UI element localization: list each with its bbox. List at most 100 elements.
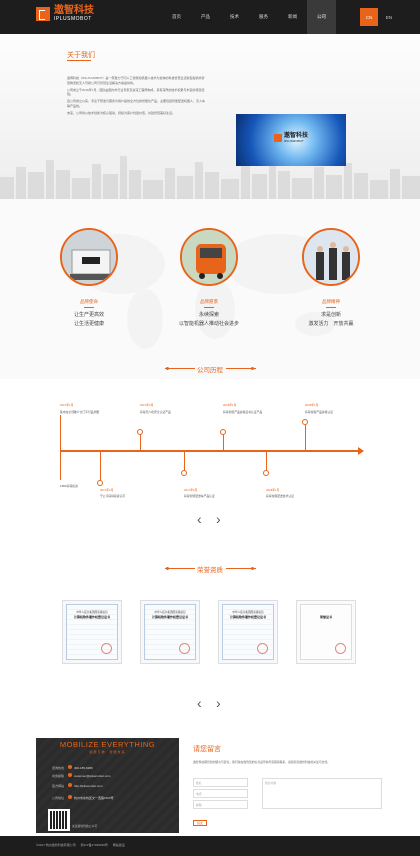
about-section: 关于我们 遨博科技（IPLUS MOBOT）是一家致力于同人工智能和机器人技术为… — [0, 34, 420, 199]
honor-certificate[interactable]: 中华人民共和国国家版权局 计算机软件著作权登记证书 — [62, 600, 122, 664]
timeline-stem — [60, 452, 61, 480]
title-decoration-dot — [251, 367, 254, 370]
logo[interactable]: 遨智科技 IPLUSMOBOT — [36, 5, 94, 22]
about-image-logo: 遨智科技 IPLUSMOBOT — [274, 133, 308, 143]
timeline-text: FMW获得投资 — [60, 484, 78, 488]
timeline-date: 2017年6月 — [184, 488, 198, 492]
brand-spirit-line: 激发活力 开放共赢 — [308, 321, 354, 327]
history-prev-arrow-icon[interactable]: ‹ — [197, 511, 202, 527]
lang-cn-button[interactable]: CN — [360, 8, 378, 26]
nav-service[interactable]: 服务 — [259, 14, 268, 19]
location-icon — [68, 795, 72, 799]
honor-certificate[interactable]: 中华人民共和国国家版权局 计算机软件著作权登记证书 — [140, 600, 200, 664]
honors-title: 荣誉资质 — [197, 567, 223, 574]
timeline-stem — [184, 452, 185, 472]
timeline-stem — [305, 425, 306, 450]
honor-certificate[interactable]: 荣誉证书 — [296, 600, 356, 664]
nav-products[interactable]: 产品 — [201, 14, 210, 19]
header: 遨智科技 IPLUSMOBOT 首页 产品 技术 服务 新闻 公司 CN EN — [0, 0, 420, 34]
about-title: 关于我们 — [67, 52, 95, 59]
about-paragraph: 公司成立于2016年7月，团队由国内外行业专家及资深工程师构成，具有深厚的技术积… — [67, 87, 205, 97]
brand-vision-line: 以智能机器人推动社会进步 — [178, 321, 239, 327]
title-decoration-dot — [166, 567, 169, 570]
certificate-issuer: 中华人民共和国国家版权局 — [232, 611, 264, 614]
certificate-stamp — [335, 643, 346, 654]
certificate-stamp — [179, 643, 190, 654]
timeline-date: 2018年1月 — [266, 488, 280, 492]
brand-spirit-image — [302, 228, 360, 286]
title-decoration — [226, 368, 256, 369]
timeline-node — [263, 470, 269, 476]
timeline-text: 获得智能配送车产品认证 — [184, 494, 215, 498]
brand-section — [0, 199, 420, 379]
name-input[interactable]: 姓名 — [193, 778, 248, 787]
timeline-text: 获得无人机安全认证产品 — [140, 410, 171, 414]
footer-link[interactable]: 网站建设 — [112, 843, 125, 847]
nav-technology[interactable]: 技术 — [230, 14, 239, 19]
certificate-title: 计算机软件著作权登记证书 — [229, 615, 266, 619]
phone-input[interactable]: 电话 — [193, 789, 248, 798]
timeline-stem — [100, 452, 101, 482]
brand-spirit-title: 品牌精神 — [322, 299, 340, 304]
nav-company[interactable]: 公司 — [307, 0, 336, 34]
logo-icon — [274, 134, 282, 142]
timeline-text: 获得省级配送技术认证 — [266, 494, 294, 498]
title-decoration-dot — [166, 367, 169, 370]
timeline-axis — [60, 450, 360, 452]
certificate-stamp — [257, 643, 268, 654]
footer: ©2017 杭州遨智科技有限公司 浙ICP备17030939号 网站建设 — [0, 836, 420, 856]
footer-icp-link[interactable]: 浙ICP备17030939号 — [80, 843, 108, 847]
timeline-date: 2018年1月 — [305, 403, 319, 407]
timeline-date: 2017年2月 — [100, 488, 114, 492]
globe-icon — [68, 783, 72, 787]
footer-text: ©2017 杭州遨智科技有限公司 浙ICP备17030939号 网站建设 — [36, 843, 129, 847]
brand-mission-title: 品牌使命 — [80, 299, 98, 304]
about-image-logo-subtext: IPLUSMOBOT — [284, 139, 304, 143]
contact-email-row: 商务邮箱 customer@iplusmobot.com — [52, 773, 110, 778]
nav-news[interactable]: 新闻 — [288, 14, 297, 19]
title-decoration — [165, 368, 195, 369]
footer-copyright: ©2017 杭州遨智科技有限公司 — [36, 843, 76, 847]
honors-prev-arrow-icon[interactable]: ‹ — [197, 695, 202, 711]
contact-phone-row: 咨询热线 400-185-6289 — [52, 765, 93, 770]
contact-email[interactable]: customer@iplusmobot.com — [74, 774, 111, 778]
honor-certificate[interactable]: 中华人民共和国国家版权局 计算机软件著作权登记证书 — [218, 600, 278, 664]
contact-website[interactable]: http://iplusmobot.com — [74, 784, 103, 788]
about-paragraph: 自公司成立以来，专注于研发与服务为用户提供全方位的智能化产品，主要包括智能配送机… — [67, 99, 206, 108]
contact-subline: 赋能万物 智能未来 — [89, 750, 126, 754]
submit-button[interactable]: 提交 — [193, 820, 207, 826]
title-decoration — [165, 568, 195, 569]
contact-web-row: 官方网站 http://iplusmobot.com — [52, 783, 103, 788]
nav-home[interactable]: 首页 — [172, 14, 181, 19]
timeline-text: 获得智能产品资格证书认证产品 — [223, 410, 263, 414]
history-next-arrow-icon[interactable]: › — [216, 511, 221, 527]
history-title: 公司历程 — [197, 367, 223, 374]
brand-vision-image — [180, 228, 238, 286]
certificate-issuer: 中华人民共和国国家版权局 — [76, 611, 108, 614]
timeline-arrow — [358, 447, 364, 455]
main-nav: 首页 产品 技术 服务 新闻 公司 — [162, 0, 336, 34]
certificate-title: 荣誉证书 — [319, 615, 332, 619]
brand-vision-line: 永续探索 — [198, 312, 219, 318]
timeline-stem — [266, 452, 267, 472]
contact-label: 咨询热线 — [52, 766, 65, 770]
qr-label: 关注遨智科技公众号 — [72, 824, 98, 828]
timeline-node — [97, 480, 103, 486]
qr-code — [48, 809, 70, 831]
phone-icon — [68, 765, 72, 769]
brand-vision-title: 品牌愿景 — [200, 299, 218, 304]
contact-address: 杭州市余杭区文一西路1500号 — [74, 796, 114, 800]
brand-mission-line: 让生活更健康 — [73, 321, 104, 327]
timeline-node — [220, 429, 226, 435]
honors-next-arrow-icon[interactable]: › — [216, 695, 221, 711]
message-textarea[interactable]: 留言内容 — [262, 778, 382, 809]
contact-phone[interactable]: 400-185-6289 — [74, 766, 93, 770]
lang-en-button[interactable]: EN — [385, 14, 393, 20]
contact-label: 商务邮箱 — [52, 774, 65, 778]
timeline-text: 于公司获得投资认可 — [100, 494, 126, 498]
about-text: 遨博科技（IPLUS MOBOT）是一家致力于同人工智能和机器人技术为载体的科技… — [67, 76, 207, 118]
city-skyline-image — [0, 156, 420, 199]
brand-divider — [326, 307, 336, 308]
email-input[interactable]: 邮箱 — [193, 800, 248, 809]
timeline-stem — [223, 435, 224, 450]
